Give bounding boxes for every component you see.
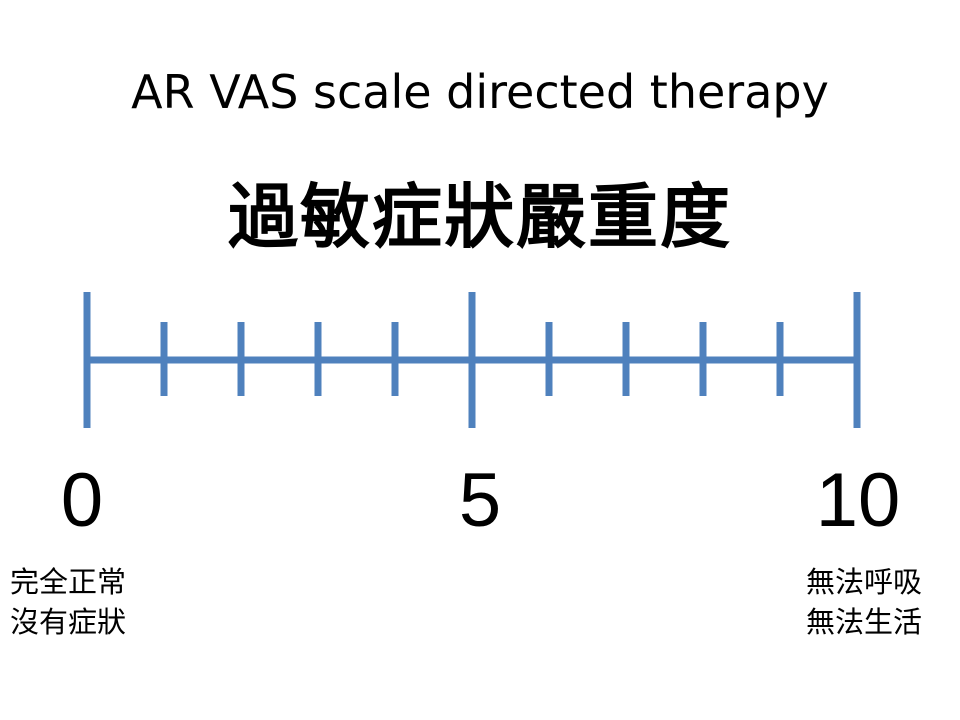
left-description: 完全正常 沒有症狀 <box>10 562 126 642</box>
right-description-line-1: 無法呼吸 <box>805 565 922 599</box>
right-description-line-2: 無法生活 <box>805 605 922 639</box>
scale-label-5: 5 <box>458 458 502 543</box>
scale-label-0: 0 <box>60 458 104 543</box>
left-description-line-2: 沒有症狀 <box>10 605 127 639</box>
scale-ticks <box>83 292 861 428</box>
slide-title: AR VAS scale directed therapy <box>131 65 829 119</box>
scale-label-10: 10 <box>815 458 901 543</box>
right-description: 無法呼吸 無法生活 <box>806 562 922 642</box>
slide-subtitle: 過敏症狀嚴重度 <box>228 176 732 258</box>
left-description-line-1: 完全正常 <box>10 565 127 599</box>
